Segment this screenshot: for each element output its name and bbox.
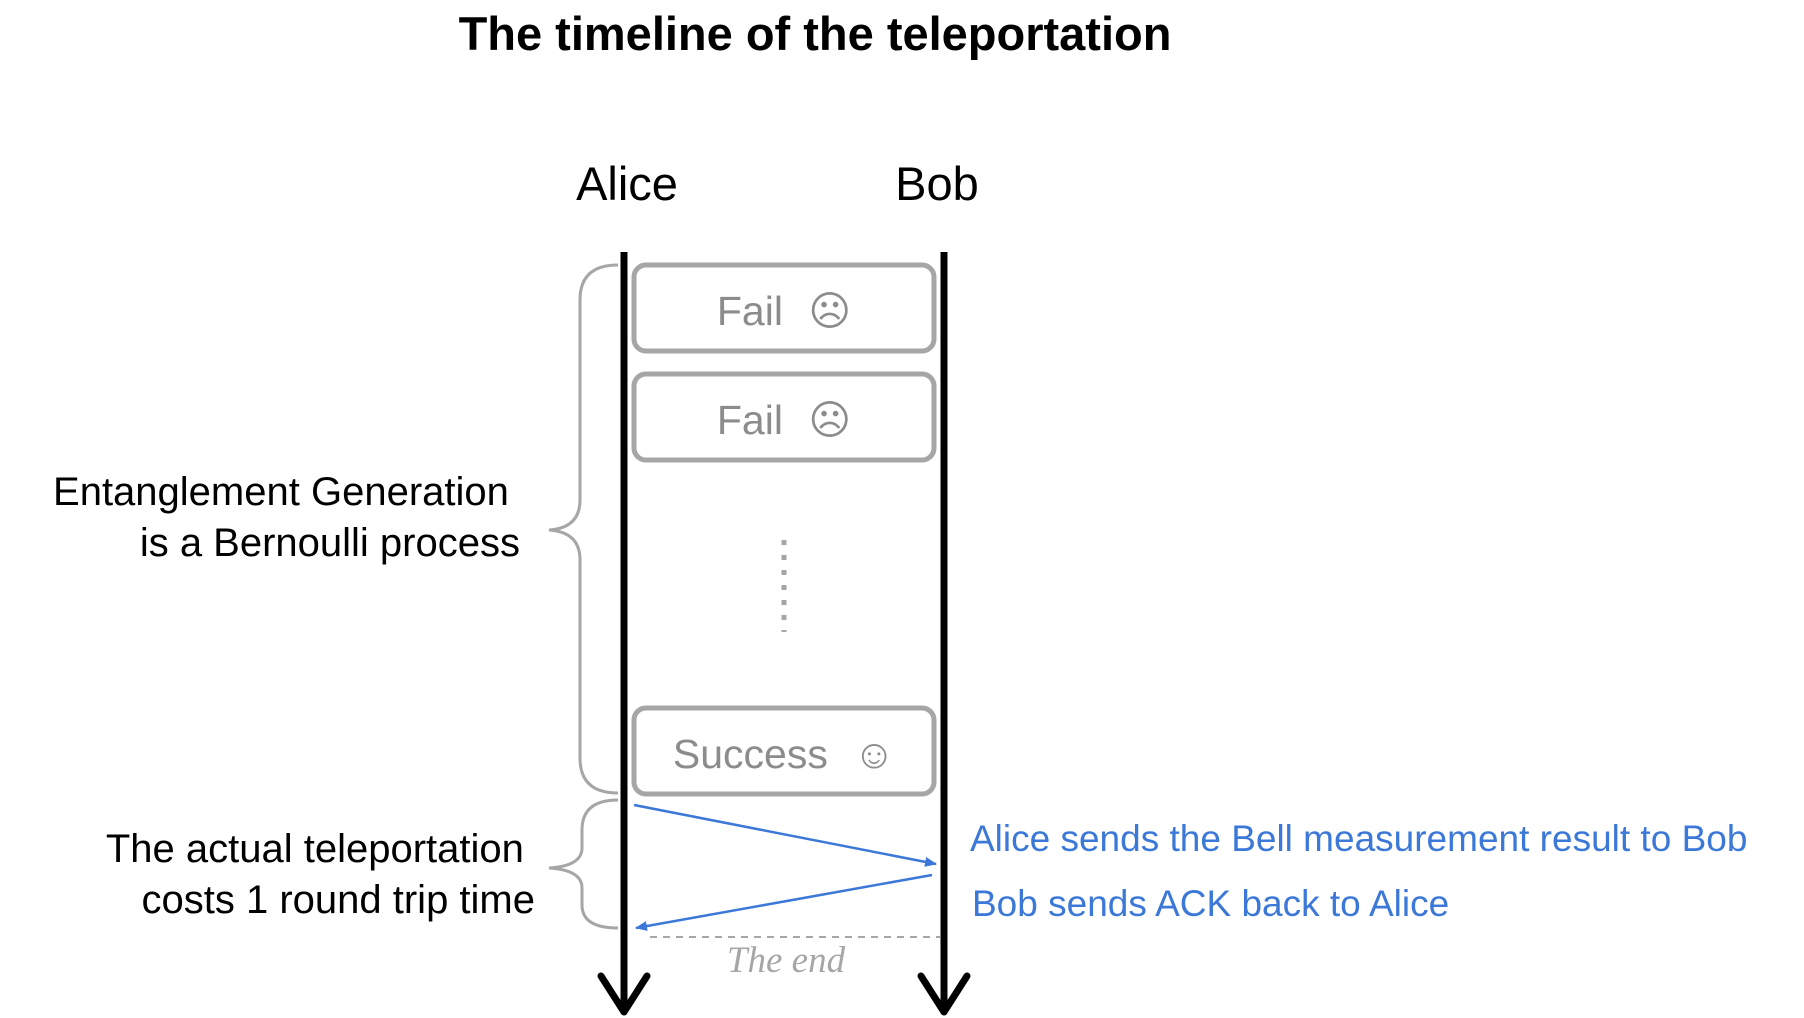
step-label: Success <box>673 731 828 777</box>
actor-bob-label: Bob <box>895 157 979 210</box>
page-title: The timeline of the teleportation <box>459 7 1172 60</box>
bell-measurement-message: Alice sends the Bell measurement result … <box>970 818 1747 859</box>
generation-brace <box>548 263 619 795</box>
svg-text:Success ☺: Success ☺ <box>673 731 895 777</box>
actor-alice-label: Alice <box>576 157 678 210</box>
teleportation-phase-label: The actual teleportation costs 1 round t… <box>106 827 535 922</box>
step-box-fail-2: Fail ☹ <box>631 371 937 463</box>
sad-face-icon: ☹ <box>808 397 851 443</box>
svg-text:Fail ☹: Fail ☹ <box>717 288 851 334</box>
bob-timeline-arrowhead <box>917 972 971 1016</box>
step-box-fail-1: Fail ☹ <box>631 262 937 354</box>
sad-face-icon: ☹ <box>808 288 851 334</box>
teleportation-brace <box>548 798 619 930</box>
bob-lifeline <box>917 252 971 1016</box>
end-label: The end <box>727 940 846 981</box>
bell-measurement-arrow <box>633 803 937 867</box>
svg-text:Fail ☹: Fail ☹ <box>717 397 851 443</box>
generation-phase-label: Entanglement Generation is a Bernoulli p… <box>53 470 520 565</box>
step-label: Fail <box>717 397 783 443</box>
happy-face-icon: ☺ <box>853 731 895 777</box>
step-box-success: Success ☺ <box>631 705 937 797</box>
ack-arrow <box>635 873 933 931</box>
step-label: Fail <box>717 288 783 334</box>
alice-lifeline <box>597 252 651 1016</box>
ack-message: Bob sends ACK back to Alice <box>972 883 1449 924</box>
alice-timeline-arrowhead <box>597 972 651 1016</box>
